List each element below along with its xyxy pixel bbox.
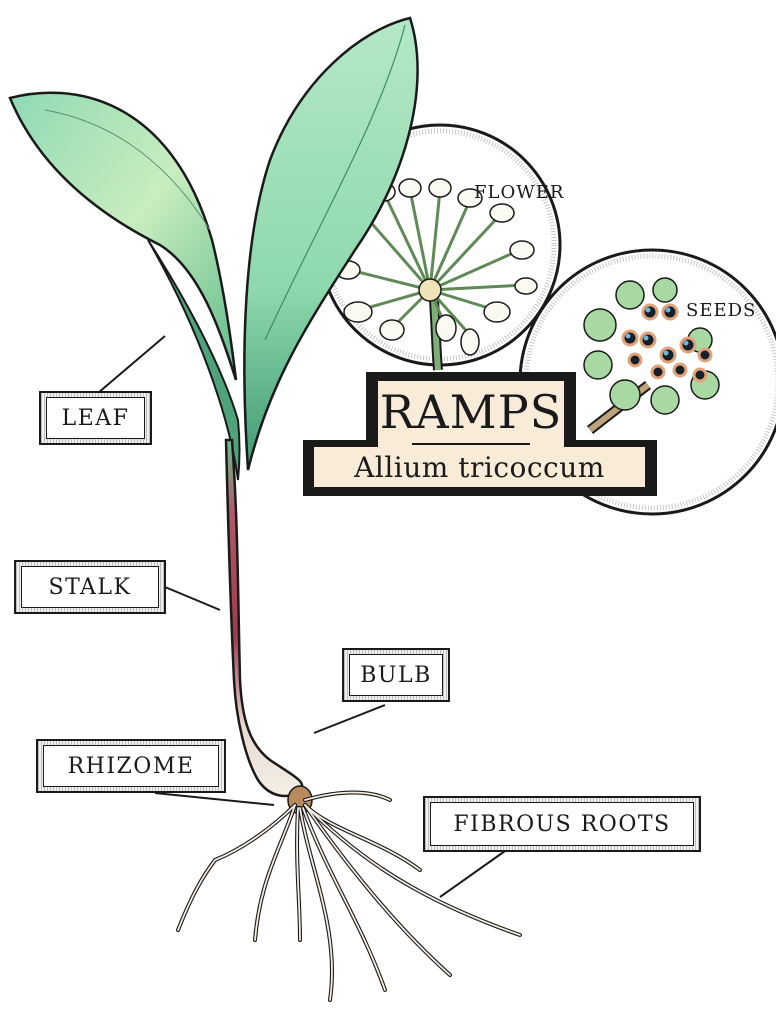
leaf-label: LEAF — [46, 397, 145, 439]
bulb-label: BULB — [349, 654, 443, 696]
stalk-label-box: STALK — [14, 560, 166, 614]
flower-label: FLOWER — [474, 182, 565, 203]
seeds-label: SEEDS — [686, 300, 757, 321]
rhizome-label: RHIZOME — [43, 745, 219, 787]
leaf-leader-line — [97, 335, 166, 394]
scientific-name-title: Allium tricoccum — [354, 450, 605, 484]
bulb-label-box: BULB — [342, 648, 450, 702]
stalk-leader-line — [164, 586, 221, 611]
fibrous-roots-label-box: FIBROUS ROOTS — [423, 796, 701, 852]
title-divider — [412, 443, 530, 445]
common-name-title: RAMPS — [379, 385, 563, 439]
roots-leader-line — [439, 850, 506, 898]
fibrous-roots-label: FIBROUS ROOTS — [430, 802, 694, 846]
leaves — [8, 16, 419, 481]
rhizome-label-box: RHIZOME — [36, 739, 226, 793]
stalk-label: STALK — [21, 566, 159, 608]
bulb-leader-line — [313, 704, 386, 734]
stalk-and-bulb — [224, 438, 304, 798]
leaf-label-box: LEAF — [39, 391, 152, 445]
rhizome-leader-line — [154, 792, 275, 806]
leader-lines — [97, 335, 506, 898]
seed-cluster — [583, 277, 720, 434]
